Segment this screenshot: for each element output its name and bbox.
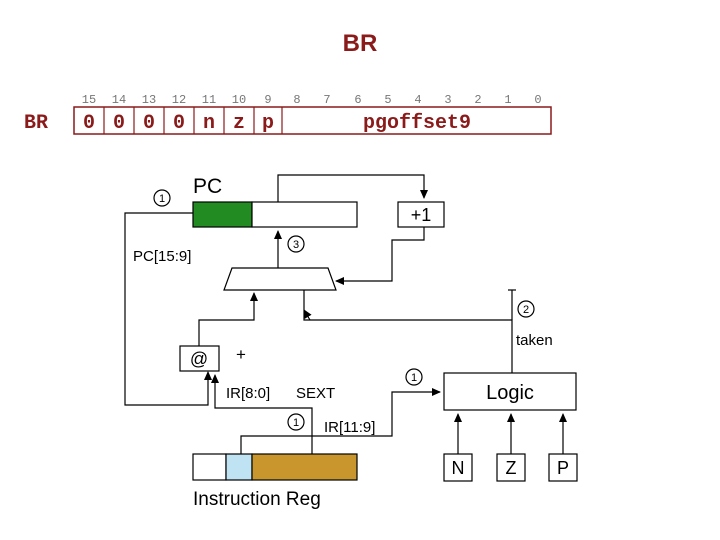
encoding-field-opcode: 0: [83, 112, 95, 135]
incrementer-to-mux-wire: [335, 227, 425, 285]
slide-title: BR: [342, 30, 378, 57]
ir80-label: IR[8:0]: [226, 385, 270, 402]
incrementer-box: [397, 201, 445, 228]
bit-number: 3: [444, 93, 451, 107]
plus-label: +: [236, 345, 246, 364]
ir119-label: IR[11:9]: [324, 419, 375, 436]
sext-label: SEXT: [296, 385, 335, 402]
p-flag-label: P: [557, 458, 569, 478]
z-flag-box: [496, 453, 526, 482]
z-flag-label: Z: [506, 458, 517, 478]
ir-opcode-field: [192, 453, 227, 481]
step-marker: [517, 300, 535, 318]
pc-bits-label: PC[15:9]: [133, 248, 191, 265]
step-label: 2: [523, 304, 529, 316]
taken-label: taken: [516, 332, 553, 349]
branch-logic-box: [443, 372, 577, 411]
step-marker: [153, 189, 171, 207]
incrementer-label: +1: [411, 205, 432, 225]
bit-number: 13: [142, 93, 156, 107]
bit-number: 9: [264, 93, 271, 107]
encoding-field-z: z: [233, 112, 245, 135]
encoding-field-opcode: 0: [173, 112, 185, 135]
bit-number: 7: [323, 93, 330, 107]
step-label: 1: [293, 417, 299, 429]
encoding-field-n: n: [203, 112, 215, 135]
bit-number: 11: [202, 93, 216, 107]
taken-to-mux-arrow: [303, 309, 312, 321]
bit-number: 12: [172, 93, 186, 107]
pc-bits-to-concat-wire: [124, 212, 212, 406]
pc-high-bits-field: [192, 201, 253, 228]
step-marker: [287, 413, 305, 431]
encoding-field-opcode: 0: [143, 112, 155, 135]
bit-number: 8: [293, 93, 300, 107]
bit-number: 15: [82, 93, 96, 107]
bit-number-row: 15 14 13 12 11 10 9 8 7 6 5 4 3 2 1 0: [82, 93, 542, 107]
bit-number: 4: [414, 93, 421, 107]
datapath: [124, 174, 578, 482]
step-label: 1: [411, 372, 417, 384]
instruction-reg-label: Instruction Reg: [193, 489, 321, 510]
logic-label: Logic: [486, 382, 534, 404]
bit-number: 1: [504, 93, 511, 107]
ir-nzp-to-logic-wire: [240, 388, 441, 454]
bit-number: 2: [474, 93, 481, 107]
step-label: 1: [159, 193, 165, 205]
concatenate-label: @: [190, 349, 208, 369]
encoding-field-p: p: [262, 112, 274, 135]
bit-number: 0: [534, 93, 541, 107]
bit-number: 5: [384, 93, 391, 107]
step-marker: [405, 368, 423, 386]
taken-wire: [303, 290, 513, 373]
ir-nzp-field: [225, 453, 253, 481]
p-flag-box: [548, 453, 578, 482]
encoding-field-pgoffset9: pgoffset9: [363, 112, 471, 135]
pc-register: [251, 201, 358, 228]
concat-to-adder-wire: [198, 292, 258, 346]
step-label: 3: [293, 239, 299, 251]
ir-offset-field: [251, 453, 358, 481]
step-marker: [287, 235, 305, 253]
bit-number: 6: [354, 93, 361, 107]
n-flag-label: N: [452, 458, 465, 478]
n-flag-box: [443, 453, 473, 482]
encoding-box: [73, 106, 552, 135]
concatenate-box: [179, 345, 220, 372]
ir-offset-to-concat-wire: [211, 374, 313, 454]
instruction-encoding: BR 15 14 13 12 11 10 9 8 7 6 5 4 3 2 1 0: [24, 93, 552, 135]
adder: [223, 267, 337, 291]
bit-number: 14: [112, 93, 126, 107]
pc-to-incrementer-wire: [277, 174, 428, 202]
opcode-label: BR: [24, 112, 48, 135]
bit-number: 10: [232, 93, 246, 107]
encoding-field-opcode: 0: [113, 112, 125, 135]
pc-label: PC: [193, 175, 222, 198]
